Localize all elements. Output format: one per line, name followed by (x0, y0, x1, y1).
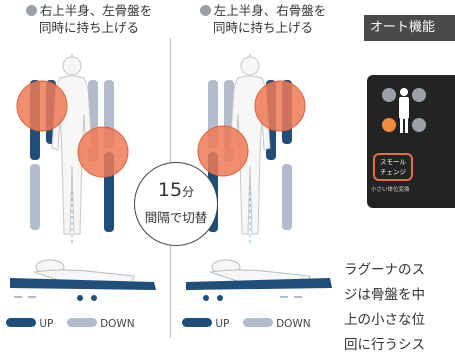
description-line: 上の小さな位 (344, 312, 425, 328)
left-side-view-illustration (10, 259, 156, 301)
interval-unit: 分 (182, 185, 195, 199)
small-change-line2: チェンジ (380, 168, 406, 176)
legend-up-label: UP (39, 318, 54, 330)
right-body-illustration (197, 54, 306, 244)
legend-down-label: DOWN (276, 318, 311, 330)
control-panel: スモール チェンジ 小さい体位変換 (367, 75, 455, 208)
lift-highlight (197, 125, 249, 177)
description-line: 回に行うシス (344, 337, 425, 353)
auto-function-badge: オート機能 (364, 15, 455, 41)
left-caption: 右上半身、左骨盤を 同時に持ち上げる (4, 2, 174, 36)
left-legend: UP DOWN (6, 318, 135, 330)
right-caption-line2: 同時に持ち上げる (212, 20, 313, 35)
mattress-up-segment (186, 278, 332, 290)
up-swatch (182, 318, 212, 327)
bullet-dot-icon (199, 5, 211, 16)
right-side-view-illustration (186, 259, 332, 301)
bullet-dot-icon (25, 5, 37, 16)
small-change-button[interactable]: スモール チェンジ (373, 153, 413, 181)
down-swatch (66, 318, 97, 327)
interval-minutes: 15 (157, 179, 183, 201)
description-line: ラグーナのス (344, 262, 425, 278)
down-swatch (242, 318, 273, 327)
interval-circle: 15分 間隔で切替 (134, 162, 218, 246)
legend-up-label: UP (215, 318, 230, 330)
left-caption-line2: 同時に持ち上げる (38, 20, 139, 35)
lift-highlight (254, 80, 306, 132)
description-line: ジは骨盤を中 (344, 287, 425, 303)
description-text: ラグーナのス ジは骨盤を中 上の小さな位 回に行うシス (344, 258, 455, 358)
air-cell-indicator-icon (382, 88, 426, 133)
right-legend: UP DOWN (182, 318, 311, 330)
right-caption: 左上半身、右骨盤を 同時に持ち上げる (178, 2, 348, 36)
down-bar (282, 164, 292, 230)
down-bar (30, 164, 40, 230)
up-swatch (6, 318, 36, 327)
mattress-up-segment (10, 278, 156, 290)
interval-text: 間隔で切替 (144, 210, 208, 225)
small-change-line1: スモール (380, 158, 406, 166)
lift-highlight (16, 80, 68, 132)
legend-down-label: DOWN (100, 318, 135, 330)
lift-highlight (77, 126, 129, 178)
right-caption-line1: 左上半身、右骨盤を (213, 3, 327, 18)
small-change-caption: 小さい体位変換 (371, 187, 410, 193)
left-body-illustration (16, 54, 129, 244)
left-caption-line1: 右上半身、左骨盤を (39, 3, 153, 18)
